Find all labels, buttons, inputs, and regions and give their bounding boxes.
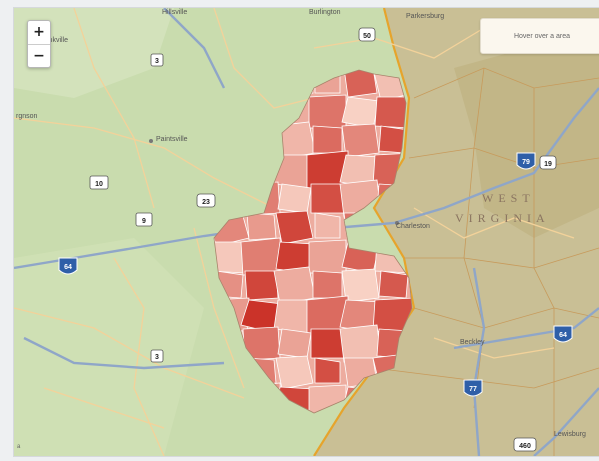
county-cell[interactable]: [246, 212, 277, 241]
county-cell[interactable]: [277, 328, 312, 359]
county-cell[interactable]: [277, 183, 312, 214]
county-cell[interactable]: [314, 357, 341, 384]
county-cell[interactable]: [275, 210, 314, 245]
svg-text:460: 460: [519, 443, 531, 450]
town-label-beckley: Beckley: [460, 339, 485, 346]
town-labels: Prinkville Paintsville rgnson Charleston…: [16, 9, 586, 438]
county-cell[interactable]: [339, 324, 382, 363]
route-shields: 64 64 79 77 23 19: [58, 27, 573, 452]
svg-text:77: 77: [469, 386, 477, 393]
town-label-top-mid: Burlington: [309, 9, 341, 16]
route-shield-9: 9: [135, 212, 153, 227]
county-cell[interactable]: [308, 239, 347, 274]
svg-text:9: 9: [142, 218, 146, 225]
county-cell[interactable]: [244, 270, 279, 301]
route-shield-us23: 23: [196, 193, 216, 208]
hover-info-text: Hover over a area: [513, 32, 571, 40]
map-attribution[interactable]: a: [17, 444, 21, 450]
svg-text:3: 3: [155, 58, 159, 65]
state-label-west: WEST: [482, 191, 535, 205]
county-cell[interactable]: [378, 270, 409, 299]
svg-text:3: 3: [155, 354, 159, 361]
state-label-virginia: VIRGINIA: [455, 211, 550, 225]
route-shield-3: 3: [150, 53, 164, 67]
land-patch: [14, 8, 174, 98]
county-cell[interactable]: [308, 94, 347, 129]
town-dot: [395, 221, 399, 225]
state-border: [313, 8, 416, 456]
svg-text:64: 64: [64, 264, 72, 271]
zoom-in-button[interactable]: +: [33, 24, 45, 40]
svg-text:50: 50: [363, 33, 371, 40]
route-shield-us19: 19: [539, 155, 557, 170]
town-label-pikeville: Prinkville: [40, 37, 68, 44]
county-cell[interactable]: [310, 183, 345, 214]
town-label-morgan: rgnson: [16, 113, 38, 120]
county-cell[interactable]: [343, 68, 378, 98]
route-shield-460: 460: [513, 437, 537, 452]
svg-text:23: 23: [202, 199, 210, 206]
interstate-shield-i64-east: 64: [553, 325, 573, 343]
county-cell[interactable]: [341, 268, 380, 303]
land-patch: [14, 238, 204, 456]
county-cell[interactable]: [312, 125, 343, 154]
zoom-out-button[interactable]: −: [28, 44, 50, 68]
route-shield-3b: 3: [150, 349, 164, 363]
county-cell[interactable]: [310, 328, 345, 359]
minor-roads: [14, 8, 575, 456]
route-shield-us50: 50: [358, 27, 376, 42]
county-cell[interactable]: [312, 270, 343, 299]
county-cell[interactable]: [240, 237, 283, 276]
svg-text:64: 64: [559, 332, 567, 339]
town-label-top-left: Hillsville: [162, 9, 187, 16]
choropleth-outline: [213, 69, 413, 414]
interstate-shield-i64-west: 64: [58, 257, 78, 275]
town-label-top-right: Parkersburg: [406, 13, 444, 20]
county-cell[interactable]: [341, 96, 380, 129]
map-frame[interactable]: Prinkville Paintsville rgnson Charleston…: [14, 8, 599, 456]
route-shield-10: 10: [89, 175, 109, 190]
svg-text:79: 79: [522, 159, 530, 166]
interstate-shield-i77: 77: [463, 379, 483, 397]
town-label-bottom-right: Lewisburg: [554, 431, 586, 438]
county-cell[interactable]: [314, 212, 341, 239]
wv-shade: [454, 28, 599, 238]
town-label-paintsville: Paintsville: [156, 136, 188, 143]
interstate-shield-i79: 79: [516, 152, 536, 170]
town-dot: [149, 139, 153, 143]
town-label-charleston: Charleston: [396, 223, 430, 230]
county-cell[interactable]: [341, 123, 380, 158]
zoom-control: + −: [27, 20, 51, 68]
svg-text:10: 10: [95, 181, 103, 188]
county-cell[interactable]: [273, 266, 316, 305]
county-cell[interactable]: [372, 297, 414, 334]
svg-text:19: 19: [544, 161, 552, 168]
hover-info-box: Hover over a area: [480, 18, 599, 54]
map-canvas[interactable]: Prinkville Paintsville rgnson Charleston…: [14, 8, 599, 456]
county-cell[interactable]: [275, 355, 314, 390]
